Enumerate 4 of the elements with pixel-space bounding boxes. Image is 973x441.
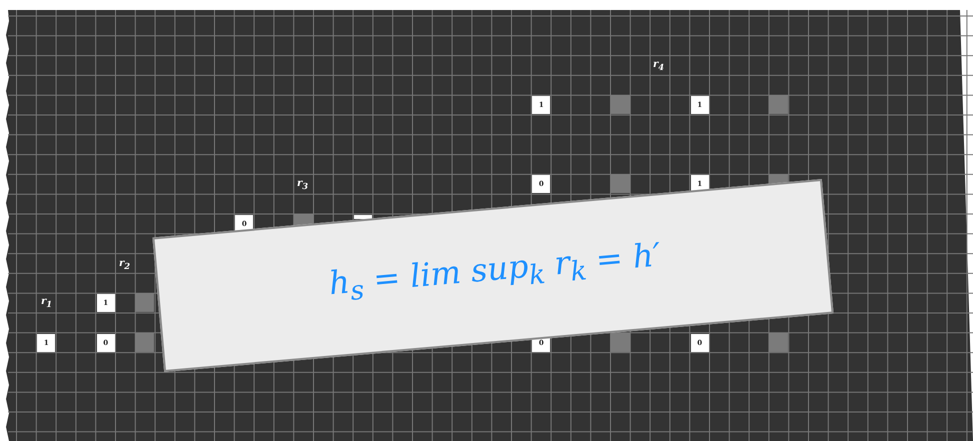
sequence-label: r$_{4}$: [653, 59, 664, 73]
sequence-label: r$_{1}$: [41, 296, 52, 310]
sequence-label: r$_{2}$: [119, 258, 130, 272]
sequence-label: r$_{3}$: [297, 178, 308, 192]
